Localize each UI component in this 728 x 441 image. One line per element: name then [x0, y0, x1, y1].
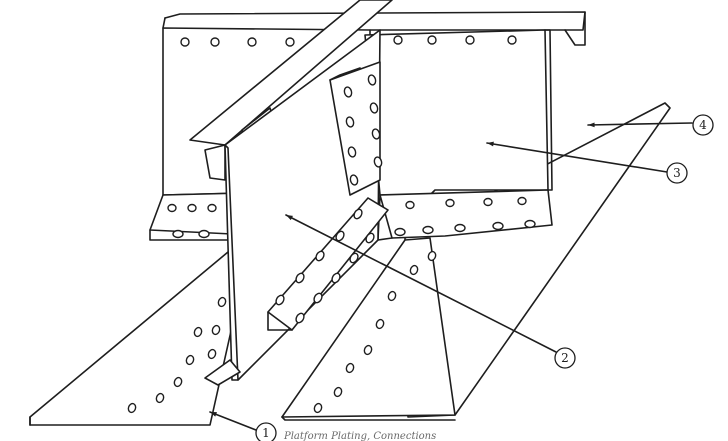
- callout-4: 4: [692, 114, 714, 136]
- deck-plate-right: [281, 237, 456, 421]
- bolt-hole: [517, 196, 527, 206]
- callout-3-label: 3: [673, 166, 681, 180]
- bolt-hole: [363, 344, 373, 356]
- bolt-hole: [180, 37, 190, 47]
- leader-3: [486, 142, 668, 173]
- bolt-hole: [285, 37, 295, 47]
- web-frame-3: [364, 29, 553, 196]
- bolt-hole: [247, 37, 257, 47]
- bolt-hole: [465, 35, 475, 45]
- bolt-hole: [210, 37, 220, 47]
- bolt-hole: [422, 225, 434, 235]
- bolt-hole: [393, 35, 403, 45]
- bolt-hole: [367, 74, 377, 86]
- bolt-hole: [315, 250, 325, 262]
- callout-3: 3: [666, 162, 688, 184]
- bolt-hole: [345, 362, 355, 374]
- bolt-hole: [347, 146, 357, 158]
- bolt-hole: [353, 208, 363, 220]
- leader-lines: [209, 122, 693, 431]
- bolt-hole: [394, 227, 406, 237]
- bolt-hole: [387, 290, 397, 302]
- bolt-hole: [345, 116, 355, 128]
- bolt-hole: [172, 229, 184, 239]
- lower-angle: [204, 359, 241, 386]
- bolt-hole: [295, 272, 305, 284]
- bolt-hole: [207, 348, 217, 360]
- bolt-hole: [483, 197, 493, 207]
- figure-caption: Platform Plating, Connections: [283, 431, 436, 441]
- bolt-hole: [349, 252, 359, 264]
- leader-2-arrowhead: [286, 215, 293, 221]
- diagonal-angle-bar: [267, 197, 389, 331]
- bolt-hole: [507, 35, 517, 45]
- bolt-hole: [373, 156, 383, 168]
- bolt-hole: [207, 203, 217, 213]
- bolt-hole: [365, 232, 375, 244]
- bolt-hole: [371, 128, 381, 140]
- callout-1-label: 1: [262, 426, 270, 440]
- bolt-hole: [217, 296, 227, 308]
- bolt-hole: [211, 324, 221, 336]
- bolt-holes: [127, 35, 536, 414]
- leader-4: [587, 122, 693, 126]
- bolt-hole: [369, 102, 379, 114]
- bolt-hole: [127, 402, 137, 414]
- bolt-hole: [295, 312, 305, 324]
- callout-1: 1: [255, 422, 277, 441]
- bolt-hole: [173, 376, 183, 388]
- leader-3-arrowhead: [487, 141, 494, 147]
- bolt-hole: [375, 318, 385, 330]
- bolt-hole: [187, 203, 197, 213]
- callout-2: 2: [554, 347, 576, 369]
- bolt-hole: [343, 86, 353, 98]
- bolt-hole: [445, 198, 455, 208]
- leader-4-arrowhead: [588, 122, 595, 128]
- vertical-angle: [329, 61, 381, 196]
- bolt-hole: [427, 250, 437, 262]
- leader-2: [285, 214, 557, 353]
- bolt-hole: [193, 326, 203, 338]
- bolt-hole: [427, 35, 437, 45]
- bolt-hole: [313, 402, 323, 414]
- bolt-hole: [185, 354, 195, 366]
- callout-4-label: 4: [699, 118, 707, 132]
- leader-1-arrowhead: [210, 412, 217, 417]
- bolt-hole: [155, 392, 165, 404]
- bolt-hole: [349, 174, 359, 186]
- bolt-hole: [275, 294, 285, 306]
- bolt-hole: [333, 386, 343, 398]
- bolt-hole: [454, 223, 466, 233]
- bolt-hole: [492, 221, 504, 231]
- leader-1: [209, 411, 257, 431]
- callout-2-label: 2: [561, 351, 569, 365]
- bolt-hole: [313, 292, 323, 304]
- bolt-hole: [198, 229, 210, 239]
- bolt-hole: [409, 264, 419, 276]
- deck-plate-left: [29, 251, 249, 426]
- bolt-hole: [524, 219, 536, 229]
- bolt-hole: [405, 200, 415, 210]
- bolt-hole: [167, 203, 177, 213]
- bolt-hole: [331, 272, 341, 284]
